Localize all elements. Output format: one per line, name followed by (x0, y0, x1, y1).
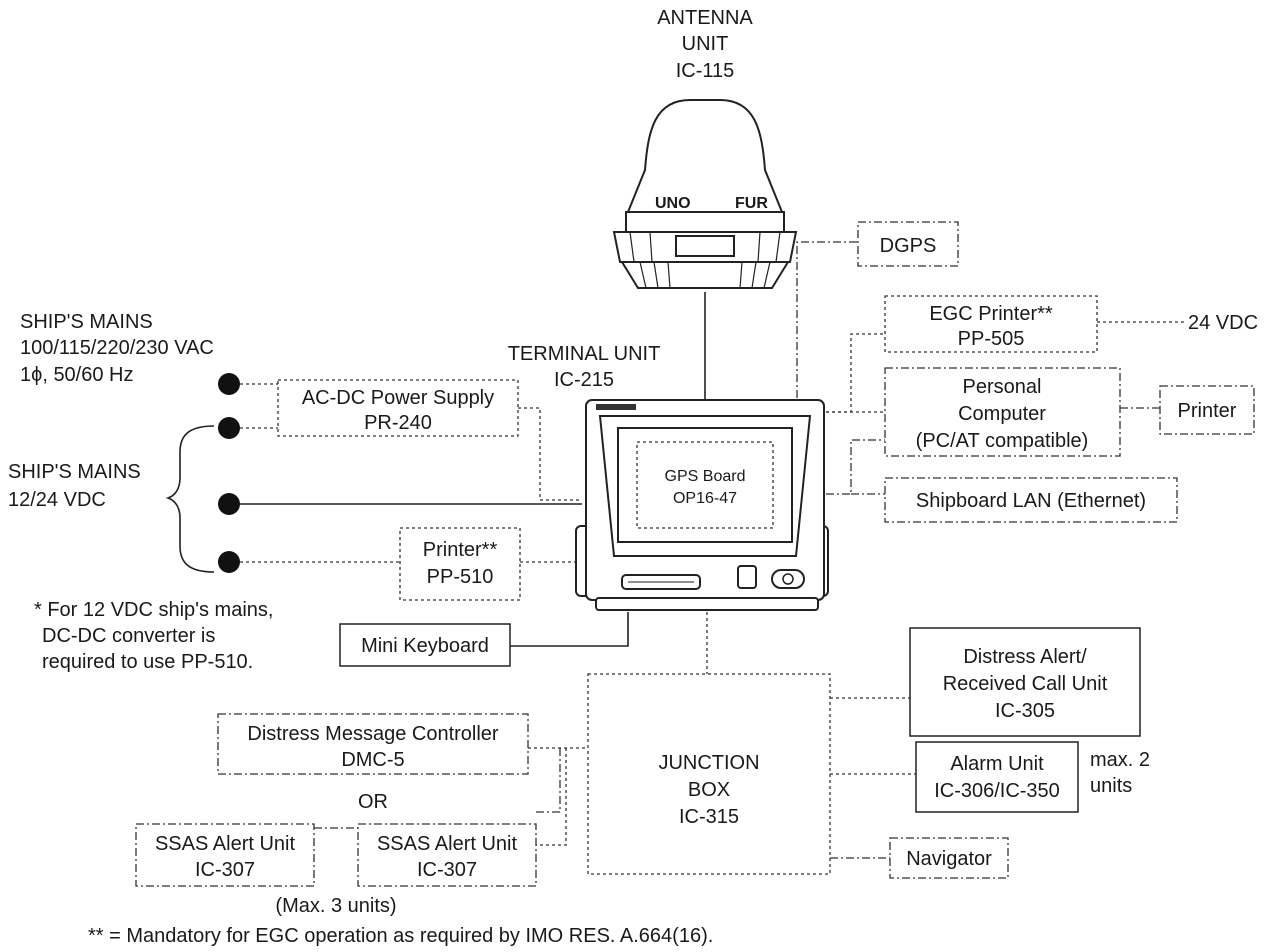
ssas-right-label: SSAS Alert Unit (377, 833, 518, 855)
printer-510-label: Printer** (423, 539, 498, 561)
note-line-1: * For 12 VDC ship's mains, (34, 599, 273, 621)
or-label: OR (358, 791, 388, 813)
note-line-2: DC-DC converter is (42, 625, 215, 647)
ssas-left-box (135, 823, 315, 887)
egc-printer-line (826, 333, 885, 413)
dc-mains-title: SHIP'S MAINS (8, 461, 141, 483)
dc-mains-terminal-3 (218, 551, 240, 573)
gps-board-label: GPS Board (665, 468, 746, 485)
dmc-box (217, 713, 529, 775)
junction-label-2: BOX (688, 779, 730, 801)
antenna-label-plate (675, 235, 735, 257)
antenna-base-lower (620, 261, 790, 289)
dc-mains-terminal-1 (218, 417, 240, 439)
pc-label-2: Computer (958, 403, 1046, 425)
mini-keyboard-label: Mini Keyboard (361, 635, 489, 657)
distress-alert-model: IC-305 (995, 700, 1055, 722)
gps-board-model: OP16-47 (673, 490, 737, 507)
pc-label-3: (PC/AT compatible) (916, 430, 1089, 452)
antenna-brand-left: UNO (655, 195, 691, 212)
alarm-max-note-2: units (1090, 775, 1132, 797)
antenna-title-2: UNIT (682, 33, 729, 55)
distress-alert-box (909, 627, 1141, 737)
note-line-3: required to use PP-510. (42, 651, 253, 673)
terminal-unit-drawing: GPS Board OP16-47 (575, 399, 829, 611)
ac-mains-voltage: 100/115/220/230 VAC (20, 337, 214, 359)
egc-printer-box (884, 295, 1098, 353)
alarm-label: Alarm Unit (950, 753, 1044, 775)
keyboard-cable (510, 612, 629, 647)
lan-box (884, 477, 1178, 523)
ac-mains-title: SHIP'S MAINS (20, 311, 153, 333)
alarm-box (915, 741, 1079, 813)
acdc-terminal-line (518, 407, 582, 501)
alarm-max-note-1: max. 2 (1090, 749, 1150, 771)
egc-printer-label: EGC Printer** (929, 303, 1053, 325)
dmc-model: DMC-5 (341, 749, 404, 771)
egc-printer-model: PP-505 (958, 328, 1025, 350)
navigator-box (889, 837, 1009, 879)
ssas-right-box (357, 823, 537, 887)
mini-keyboard-box (339, 623, 511, 667)
antenna-band (625, 211, 785, 233)
antenna-title-1: ANTENNA (657, 7, 753, 29)
dc-mains-brace (165, 425, 215, 573)
max-units-label: (Max. 3 units) (275, 895, 396, 917)
terminal-key (737, 565, 757, 589)
antenna-unit-drawing: UNO FUR (612, 99, 798, 289)
terminal-foot (595, 597, 819, 611)
ac-dc-model: PR-240 (364, 412, 432, 434)
printer-box (1159, 385, 1255, 435)
gps-board-box (636, 441, 774, 529)
lan-label: Shipboard LAN (Ethernet) (916, 490, 1146, 512)
alarm-model: IC-306/IC-350 (934, 780, 1060, 802)
antenna-brand-right: FUR (735, 195, 768, 212)
dgps-line (796, 241, 858, 398)
pc-box (884, 367, 1121, 457)
dgps-box (857, 221, 959, 267)
ac-mains-terminal (218, 373, 240, 395)
pc-label-1: Personal (963, 376, 1042, 398)
ac-mains-phase: 1ϕ, 50/60 Hz (20, 364, 134, 386)
terminal-title: TERMINAL UNIT (508, 343, 661, 365)
footnote: ** = Mandatory for EGC operation as requ… (88, 925, 713, 947)
ssas-line-2 (536, 748, 561, 813)
antenna-model: IC-115 (676, 60, 735, 82)
navigator-label: Navigator (906, 848, 992, 870)
ssas-line-1 (536, 748, 567, 846)
ac-dc-label: AC-DC Power Supply (302, 387, 494, 409)
egc-supply-label: 24 VDC (1188, 312, 1258, 334)
distress-alert-label-2: Received Call Unit (943, 673, 1108, 695)
junction-box (587, 673, 831, 875)
terminal-brand-strip (596, 404, 636, 410)
terminal-model: IC-215 (554, 369, 614, 391)
junction-model: IC-315 (679, 806, 739, 828)
printer-label: Printer (1178, 400, 1237, 422)
ssas-right-model: IC-307 (417, 859, 477, 881)
junction-label-1: JUNCTION (658, 752, 759, 774)
ssas-left-label: SSAS Alert Unit (155, 833, 296, 855)
dmc-label: Distress Message Controller (247, 723, 499, 745)
printer-510-box (399, 527, 521, 601)
dc-mains-voltage: 12/24 VDC (8, 489, 106, 511)
dgps-label: DGPS (880, 235, 937, 257)
dc-mains-terminal-2 (218, 493, 240, 515)
lan-line-1 (826, 439, 885, 495)
ac-dc-box (277, 379, 519, 437)
ssas-left-model: IC-307 (195, 859, 255, 881)
printer-510-model: PP-510 (427, 566, 494, 588)
distress-alert-label-1: Distress Alert/ (963, 646, 1087, 668)
